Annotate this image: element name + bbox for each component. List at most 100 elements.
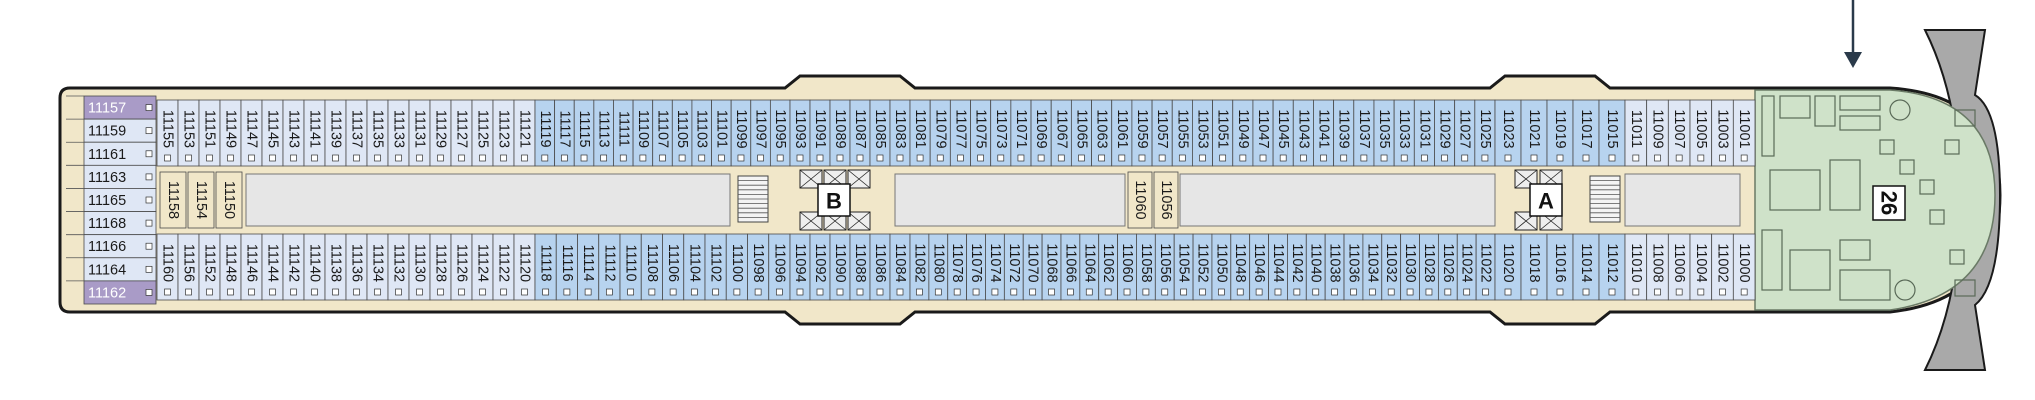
cabin[interactable]: 11136 — [345, 233, 368, 301]
cabin[interactable]: 11012 — [1598, 233, 1626, 301]
cabin[interactable]: 11115 — [573, 99, 595, 167]
cabin[interactable]: 11097 — [750, 99, 771, 167]
cabin[interactable]: 11015 — [1598, 99, 1626, 167]
cabin[interactable]: 11019 — [1546, 99, 1574, 167]
cabin[interactable]: 11070 — [1022, 233, 1043, 301]
cabin[interactable]: 11069 — [1030, 99, 1052, 167]
cabin[interactable]: 11032 — [1381, 233, 1402, 301]
cabin[interactable]: 11080 — [928, 233, 949, 301]
cabin[interactable]: 11134 — [366, 233, 389, 301]
cabin[interactable]: 11149 — [219, 99, 242, 167]
cabin[interactable]: 11026 — [1437, 233, 1458, 301]
cabin[interactable]: 11018 — [1520, 233, 1548, 301]
cabin[interactable]: 11031 — [1413, 99, 1435, 167]
cabin[interactable]: 11075 — [970, 99, 992, 167]
cabin[interactable]: 11074 — [985, 233, 1005, 301]
aft-cabin[interactable]: 11166 — [66, 234, 157, 259]
cabin[interactable]: 11008 — [1646, 233, 1669, 301]
cabin[interactable]: 11086 — [869, 233, 891, 301]
aft-cabin[interactable]: 11168 — [66, 211, 157, 236]
cabin[interactable]: 11152 — [198, 233, 221, 301]
cabin[interactable]: 11104 — [683, 233, 706, 301]
cabin[interactable]: 11105 — [671, 99, 693, 167]
cabin[interactable]: 11087 — [849, 99, 871, 167]
cabin[interactable]: 11046 — [1249, 233, 1269, 301]
cabin[interactable]: 11103 — [691, 99, 712, 167]
cabin[interactable]: 11010 — [1624, 233, 1648, 301]
cabin[interactable]: 11135 — [366, 99, 389, 167]
cabin[interactable]: 11002 — [1711, 233, 1734, 301]
cabin[interactable]: 11000 — [1732, 233, 1756, 301]
cabin[interactable]: 11089 — [829, 99, 851, 167]
cabin[interactable]: 11124 — [471, 233, 494, 301]
aft-cabin[interactable]: 11163 — [66, 164, 157, 189]
cabin[interactable]: 11023 — [1494, 99, 1522, 167]
cabin[interactable]: 11085 — [869, 99, 891, 167]
cabin[interactable]: 11063 — [1091, 99, 1113, 167]
cabin[interactable]: 11040 — [1305, 233, 1326, 301]
cabin[interactable]: 11160 — [156, 233, 179, 301]
cabin[interactable]: 11118 — [534, 233, 557, 301]
cabin[interactable]: 11073 — [990, 99, 1012, 167]
cabin[interactable]: 11048 — [1230, 233, 1251, 301]
cabin[interactable]: 11079 — [929, 99, 951, 167]
cabin[interactable]: 11090 — [829, 233, 851, 301]
cabin[interactable]: 11061 — [1111, 99, 1133, 167]
cabin[interactable]: 11146 — [240, 233, 263, 301]
cabin[interactable]: 11060 — [1117, 233, 1137, 301]
cabin[interactable]: 11065 — [1070, 99, 1092, 167]
cabin[interactable]: 11119 — [534, 99, 556, 167]
cabin[interactable]: 11024 — [1456, 233, 1477, 301]
cabin[interactable]: 11116 — [555, 233, 578, 301]
cabin[interactable]: 11096 — [768, 233, 791, 301]
cabin[interactable]: 11130 — [408, 233, 431, 301]
cabin[interactable]: 11005 — [1689, 99, 1713, 167]
cabin[interactable]: 11133 — [387, 99, 410, 167]
cabin[interactable]: 11022 — [1475, 233, 1496, 301]
cabin[interactable]: 11112 — [598, 233, 621, 301]
cabin[interactable]: 11077 — [949, 99, 971, 167]
cabin[interactable]: 11082 — [909, 233, 930, 301]
cabin[interactable]: 11098 — [747, 233, 770, 301]
cabin[interactable]: 11099 — [730, 99, 752, 167]
cabin[interactable]: 11139 — [324, 99, 347, 167]
cabin[interactable]: 11137 — [345, 99, 368, 167]
cabin[interactable]: 11140 — [303, 233, 326, 301]
center-cabin[interactable]: 11060 — [1127, 171, 1153, 229]
cabin[interactable]: 11033 — [1393, 99, 1415, 167]
cabin[interactable]: 11120 — [513, 233, 536, 301]
cabin[interactable]: 11121 — [513, 99, 536, 167]
inner-cabin[interactable]: 11158 — [159, 171, 187, 229]
cabin[interactable]: 11058 — [1136, 233, 1156, 301]
cabin[interactable]: 11045 — [1272, 99, 1294, 167]
cabin[interactable]: 11094 — [789, 233, 811, 301]
cabin[interactable]: 11100 — [725, 233, 748, 301]
cabin[interactable]: 11021 — [1520, 99, 1548, 167]
center-cabin[interactable]: 11056 — [1153, 171, 1179, 229]
cabin[interactable]: 11042 — [1287, 233, 1307, 301]
cabin[interactable]: 11051 — [1212, 99, 1234, 167]
cabin[interactable]: 11068 — [1041, 233, 1062, 301]
cabin[interactable]: 11034 — [1362, 233, 1383, 301]
cabin[interactable]: 11141 — [303, 99, 326, 167]
cabin[interactable]: 11143 — [282, 99, 305, 167]
cabin[interactable]: 11078 — [947, 233, 968, 301]
cabin[interactable]: 11095 — [769, 99, 791, 167]
aft-cabin[interactable]: 11161 — [66, 141, 157, 166]
cabin[interactable]: 11156 — [177, 233, 200, 301]
cabin[interactable]: 11014 — [1572, 233, 1600, 301]
cabin[interactable]: 11127 — [450, 99, 473, 167]
cabin[interactable]: 11117 — [554, 99, 575, 167]
cabin[interactable]: 11092 — [809, 233, 831, 301]
cabin[interactable]: 11101 — [711, 99, 732, 167]
aft-cabin[interactable]: 11162 — [66, 280, 157, 305]
cabin[interactable]: 11106 — [662, 233, 685, 301]
cabin[interactable]: 11001 — [1732, 99, 1756, 167]
cabin[interactable]: 11004 — [1689, 233, 1713, 301]
cabin[interactable]: 11056 — [1154, 233, 1175, 301]
cabin[interactable]: 11017 — [1572, 99, 1600, 167]
cabin[interactable]: 11057 — [1151, 99, 1173, 167]
cabin[interactable]: 11102 — [704, 233, 727, 301]
cabin[interactable]: 11027 — [1454, 99, 1476, 167]
cabin[interactable]: 11041 — [1313, 99, 1335, 167]
